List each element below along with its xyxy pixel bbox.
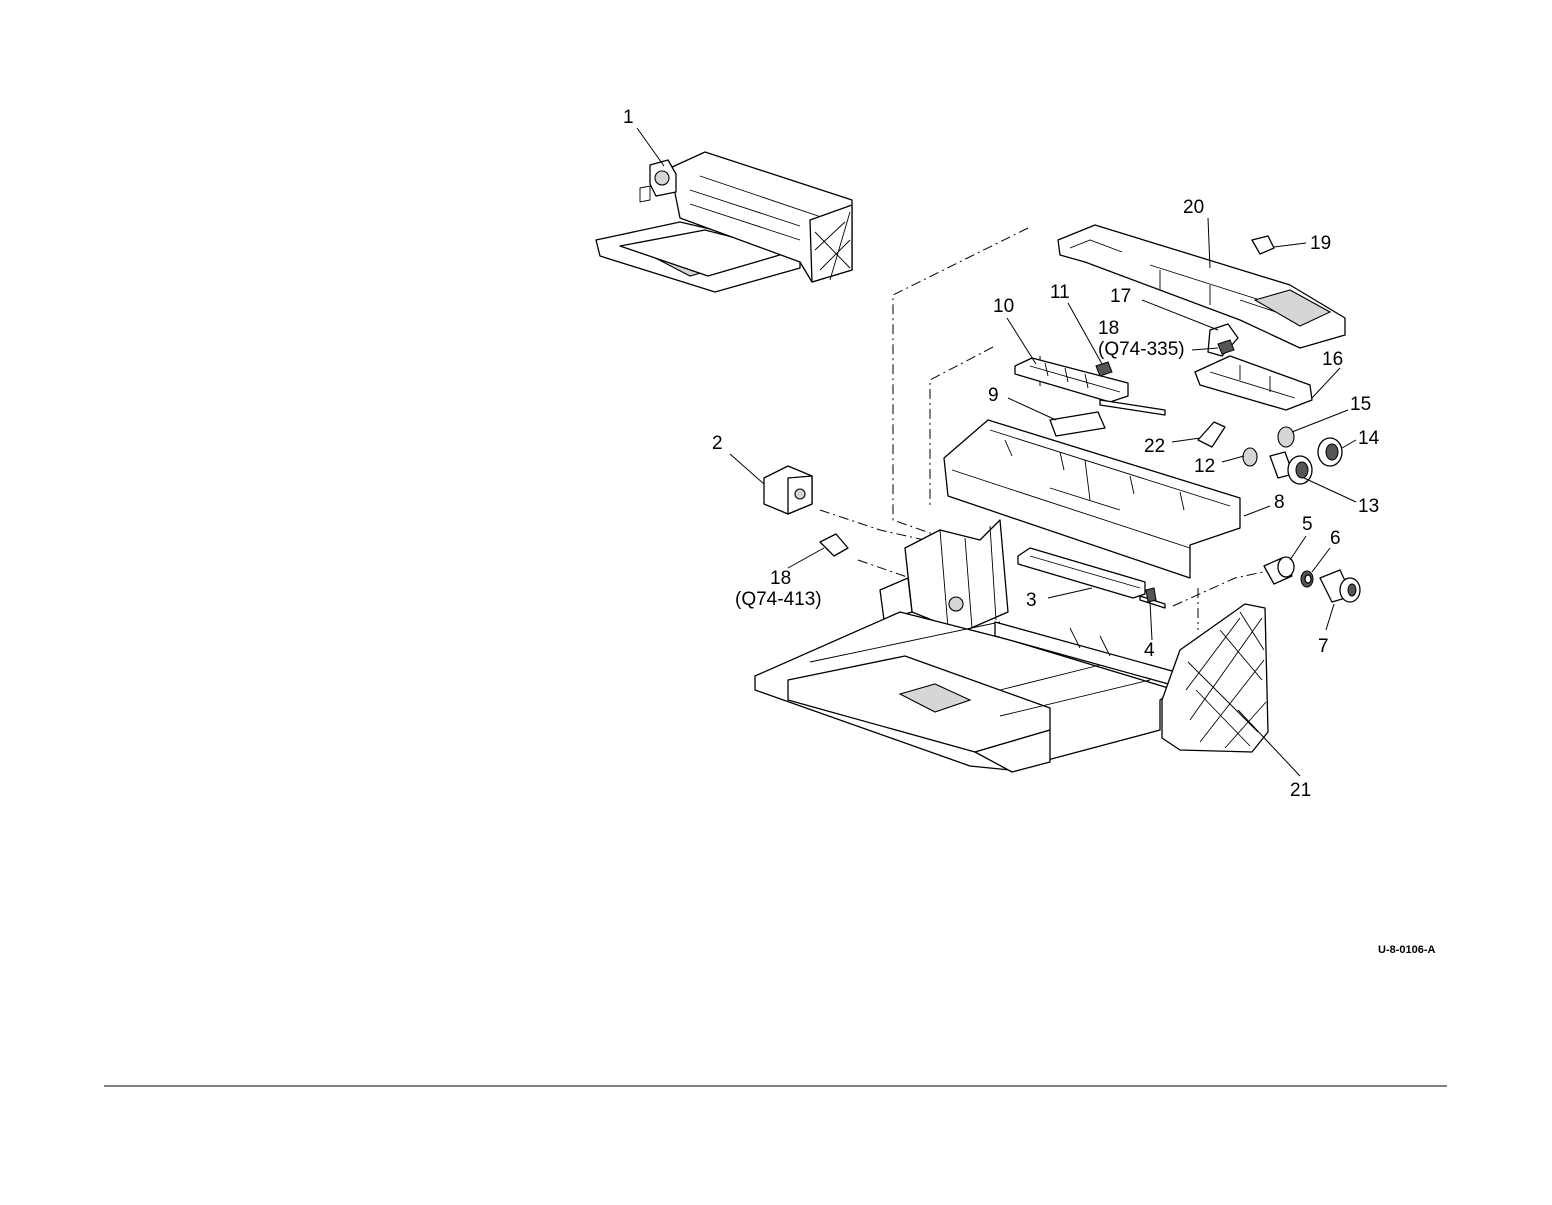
callout-9: 9 <box>988 385 999 406</box>
callout-1: 1 <box>623 107 634 128</box>
clip-part-19: 19 <box>1252 233 1331 254</box>
arm-part-22: 22 <box>1144 422 1225 457</box>
callout-10: 10 <box>993 296 1014 317</box>
callout-17: 17 <box>1110 286 1131 307</box>
callout-7: 7 <box>1318 636 1329 657</box>
callout-12: 12 <box>1194 456 1215 477</box>
callout-14: 14 <box>1358 428 1380 449</box>
callout-16: 16 <box>1322 349 1343 370</box>
callout-21: 21 <box>1290 780 1311 801</box>
callout-18a: 18 <box>1098 318 1119 339</box>
callout-18b-ref: (Q74-413) <box>735 589 822 610</box>
callout-4: 4 <box>1144 640 1155 661</box>
callout-15: 15 <box>1350 394 1371 415</box>
callout-22: 22 <box>1144 436 1165 457</box>
callout-11: 11 <box>1050 282 1070 303</box>
gear-part-12: 12 <box>1194 448 1257 477</box>
callout-19: 19 <box>1310 233 1331 254</box>
callout-6: 6 <box>1330 528 1341 549</box>
roller-part-7: 7 <box>1318 570 1360 657</box>
sensor-part-18-q74-413: 18 (Q74-413) <box>735 534 848 610</box>
callout-20: 20 <box>1183 197 1204 218</box>
callout-5: 5 <box>1302 514 1313 535</box>
callout-3: 3 <box>1026 590 1037 611</box>
callout-2: 2 <box>712 433 723 454</box>
figure-code: U-8-0106-A <box>1378 944 1436 956</box>
cover-part-16: 16 <box>1195 349 1343 410</box>
callout-13: 13 <box>1358 496 1379 517</box>
callout-8: 8 <box>1274 492 1285 513</box>
motor-part-2: 2 <box>712 433 812 514</box>
roller-part-14: 14 <box>1318 428 1380 466</box>
callout-18b: 18 <box>770 568 791 589</box>
callout-18a-ref: (Q74-335) <box>1098 339 1185 360</box>
overview-assembly: 1 <box>596 107 852 292</box>
